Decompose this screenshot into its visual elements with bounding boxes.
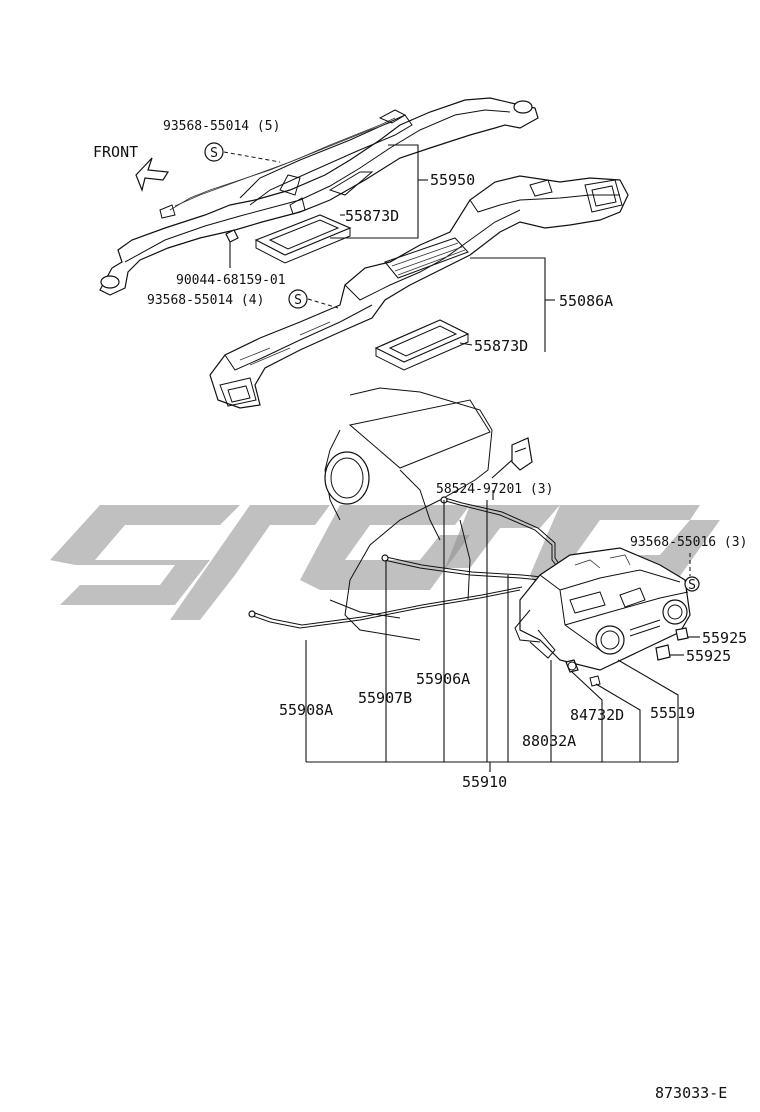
label-55907B: 55907B [358,689,412,707]
clip-58524-97201 [511,437,533,471]
label-55519: 55519 [650,704,695,722]
screw-symbol-a-text: S [210,146,218,161]
labels: FRONT 93568-55014 (5) 55950 55873D 90044… [93,119,747,1102]
label-55906A: 55906A [416,670,470,688]
label-55925-a: 55925 [702,629,747,647]
duct-55950 [99,97,539,296]
screw-symbol-c-text: S [688,578,696,593]
duct-55086A [209,175,629,409]
leader-lines [223,144,700,772]
pad-55873D-mid [374,319,470,371]
label-93568-55014-4: 93568-55014 (4) [147,293,264,308]
label-88032A: 88032A [522,732,576,750]
label-55873D-mid: 55873D [474,337,528,355]
label-93568-55016-3: 93568-55016 (3) [630,535,747,550]
label-55950: 55950 [430,171,475,189]
dash-panel-outline [324,387,493,641]
label-58524-97201-3: 58524-97201 (3) [436,482,553,497]
label-93568-55014-5: 93568-55014 (5) [163,119,280,134]
knob-55925-a [675,627,689,641]
screw-symbol-b: S [288,289,308,309]
screw-symbol-b-text: S [294,293,302,308]
bolt-90044 [225,229,239,243]
heater-control-assembly [514,547,691,671]
label-55873D-top: 55873D [345,207,399,225]
control-cables [248,496,563,629]
bulb-55519 [589,675,601,687]
diagram-code: 873033-E [655,1084,727,1102]
front-label: FRONT [93,143,138,161]
label-84732D: 84732D [570,706,624,724]
label-90044-68159-01: 90044-68159-01 [176,273,286,288]
bulb-84732D [565,659,579,673]
screw-symbol-a: S [204,142,224,162]
label-55910: 55910 [462,773,507,791]
front-arrow [135,157,170,192]
label-55086A: 55086A [559,292,613,310]
label-55908A: 55908A [279,701,333,719]
pad-55873D-top [254,214,352,264]
label-55925-b: 55925 [686,647,731,665]
screw-symbol-c: S [684,576,700,593]
knob-55925-b [655,644,671,661]
